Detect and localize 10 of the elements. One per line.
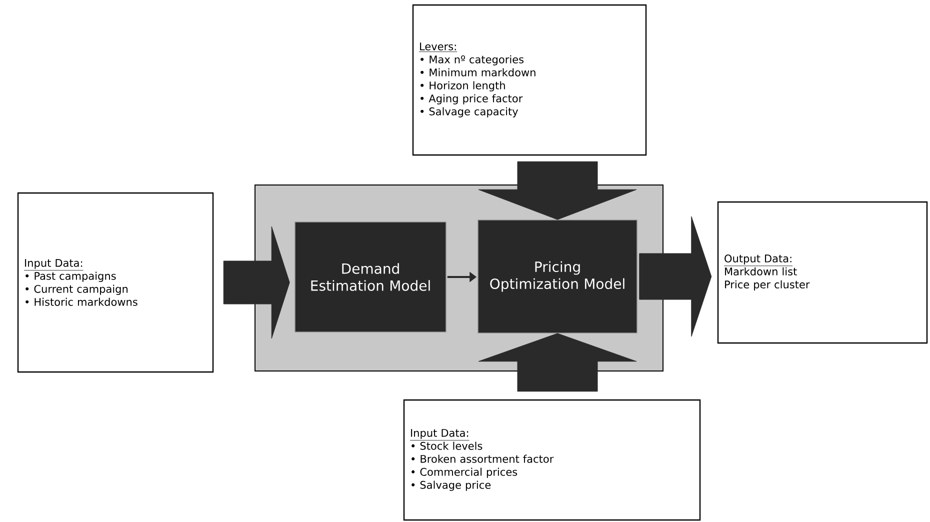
block-arrow — [223, 226, 290, 339]
block-arrow — [478, 333, 637, 392]
data-box: Input Data: • Past campaigns • Current campaign • Historic markdowns — [17, 192, 214, 373]
process-box: Demand Estimation Model — [294, 222, 446, 332]
data-box: Input Data: • Stock levels • Broken assortment factor • Commercial prices • Salvage price — [403, 399, 701, 521]
block-arrow — [639, 216, 712, 337]
data-box: Output Data: Markdown list Price per cluster — [717, 201, 928, 344]
block-arrow — [478, 161, 637, 220]
process-box: Pricing Optimization Model — [478, 220, 638, 334]
data-box: Levers: • Max nº categories • Minimum markdown • Horizon length • Aging price factor • Salvage capacity — [412, 4, 647, 156]
